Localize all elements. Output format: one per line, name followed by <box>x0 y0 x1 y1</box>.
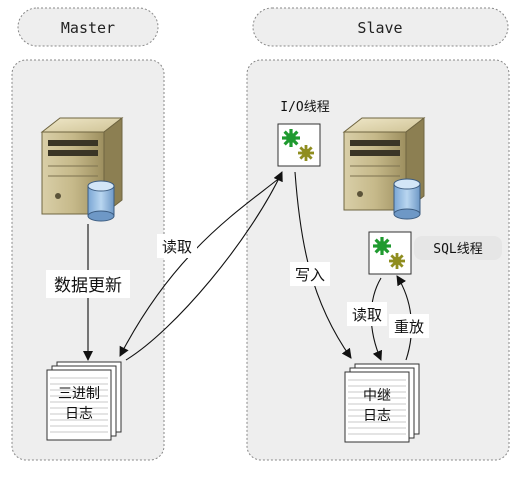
slave-server-icon <box>342 116 426 212</box>
sql-thread-gear-icon <box>368 231 412 275</box>
slave-database-icon <box>393 178 421 220</box>
io-thread-gear-icon <box>277 123 321 167</box>
sql-thread-label: SQL线程 <box>433 242 482 257</box>
io-read-binlog-arrow <box>119 175 283 357</box>
master-title: Master <box>61 19 115 37</box>
relaylog-label-line2: 日志 <box>363 408 391 424</box>
master-title-pill: Master <box>17 7 159 47</box>
slave-title-pill: Slave <box>252 7 509 47</box>
replay-label: 重放 <box>394 318 424 336</box>
binlog-document-icon <box>46 361 122 441</box>
binlog-label-line2: 日志 <box>65 406 93 422</box>
read-binlog-label: 读取 <box>162 238 192 256</box>
slave-title: Slave <box>357 19 402 37</box>
sql-thread-tag: SQL线程 <box>414 236 502 260</box>
relaylog-label-line1: 中继 <box>363 388 391 404</box>
write-relay-label: 写入 <box>295 266 325 284</box>
io-thread-label: I/O线程 <box>280 100 329 115</box>
binlog-to-io-arrow <box>125 171 283 361</box>
master-database-icon <box>87 180 115 222</box>
data-update-label: 数据更新 <box>54 276 122 296</box>
binlog-label-line1: 三进制 <box>58 386 100 402</box>
relaylog-document-icon <box>344 363 420 443</box>
read-relay-label: 读取 <box>352 306 382 324</box>
